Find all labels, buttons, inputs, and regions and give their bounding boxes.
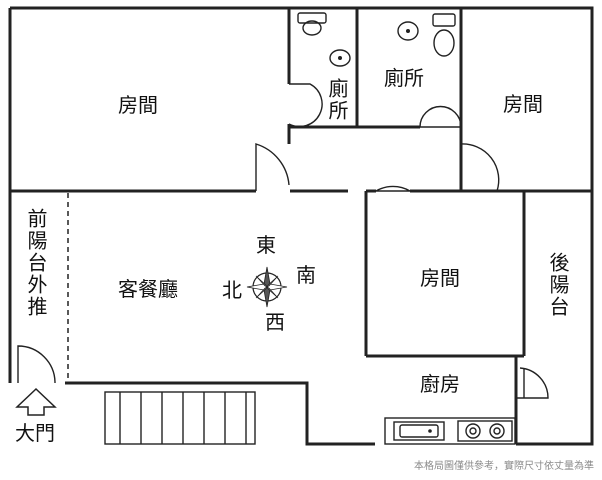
compass-rose-icon <box>246 266 288 308</box>
door-swings <box>17 83 549 399</box>
room-label-front-balcony: 前陽台外推 <box>24 208 48 318</box>
room-label-living-dining: 客餐廳 <box>118 277 178 301</box>
toilet-icon <box>432 13 456 57</box>
room-label-top-right: 房間 <box>503 92 543 116</box>
room-label-center: 房間 <box>420 266 460 290</box>
compass-label-south: 南 <box>296 263 316 287</box>
interior-walls <box>10 8 592 444</box>
stairs-icon <box>104 391 256 445</box>
exterior-walls <box>8 6 594 446</box>
room-label-toilet-small: 廁所 <box>325 78 349 122</box>
entrance-arrow-icon <box>15 387 57 416</box>
toilet-icon <box>297 12 327 36</box>
room-label-kitchen: 廚房 <box>420 372 460 396</box>
kitchen-counter <box>384 417 516 445</box>
compass-label-east: 東 <box>256 233 276 257</box>
sink-icon <box>397 21 419 41</box>
compass-label-west: 西 <box>265 310 285 334</box>
room-label-toilet-large: 廁所 <box>384 66 424 90</box>
room-label-rear-balcony: 後陽台 <box>546 252 570 318</box>
entrance-label: 大門 <box>15 421 55 445</box>
room-label-top-left: 房間 <box>118 93 158 117</box>
sink-icon <box>329 49 351 67</box>
compass-label-north: 北 <box>222 278 242 302</box>
disclaimer-text: 本格局圖僅供參考，實際尺寸依丈量為準 <box>414 461 594 472</box>
stove-icon <box>457 420 513 442</box>
